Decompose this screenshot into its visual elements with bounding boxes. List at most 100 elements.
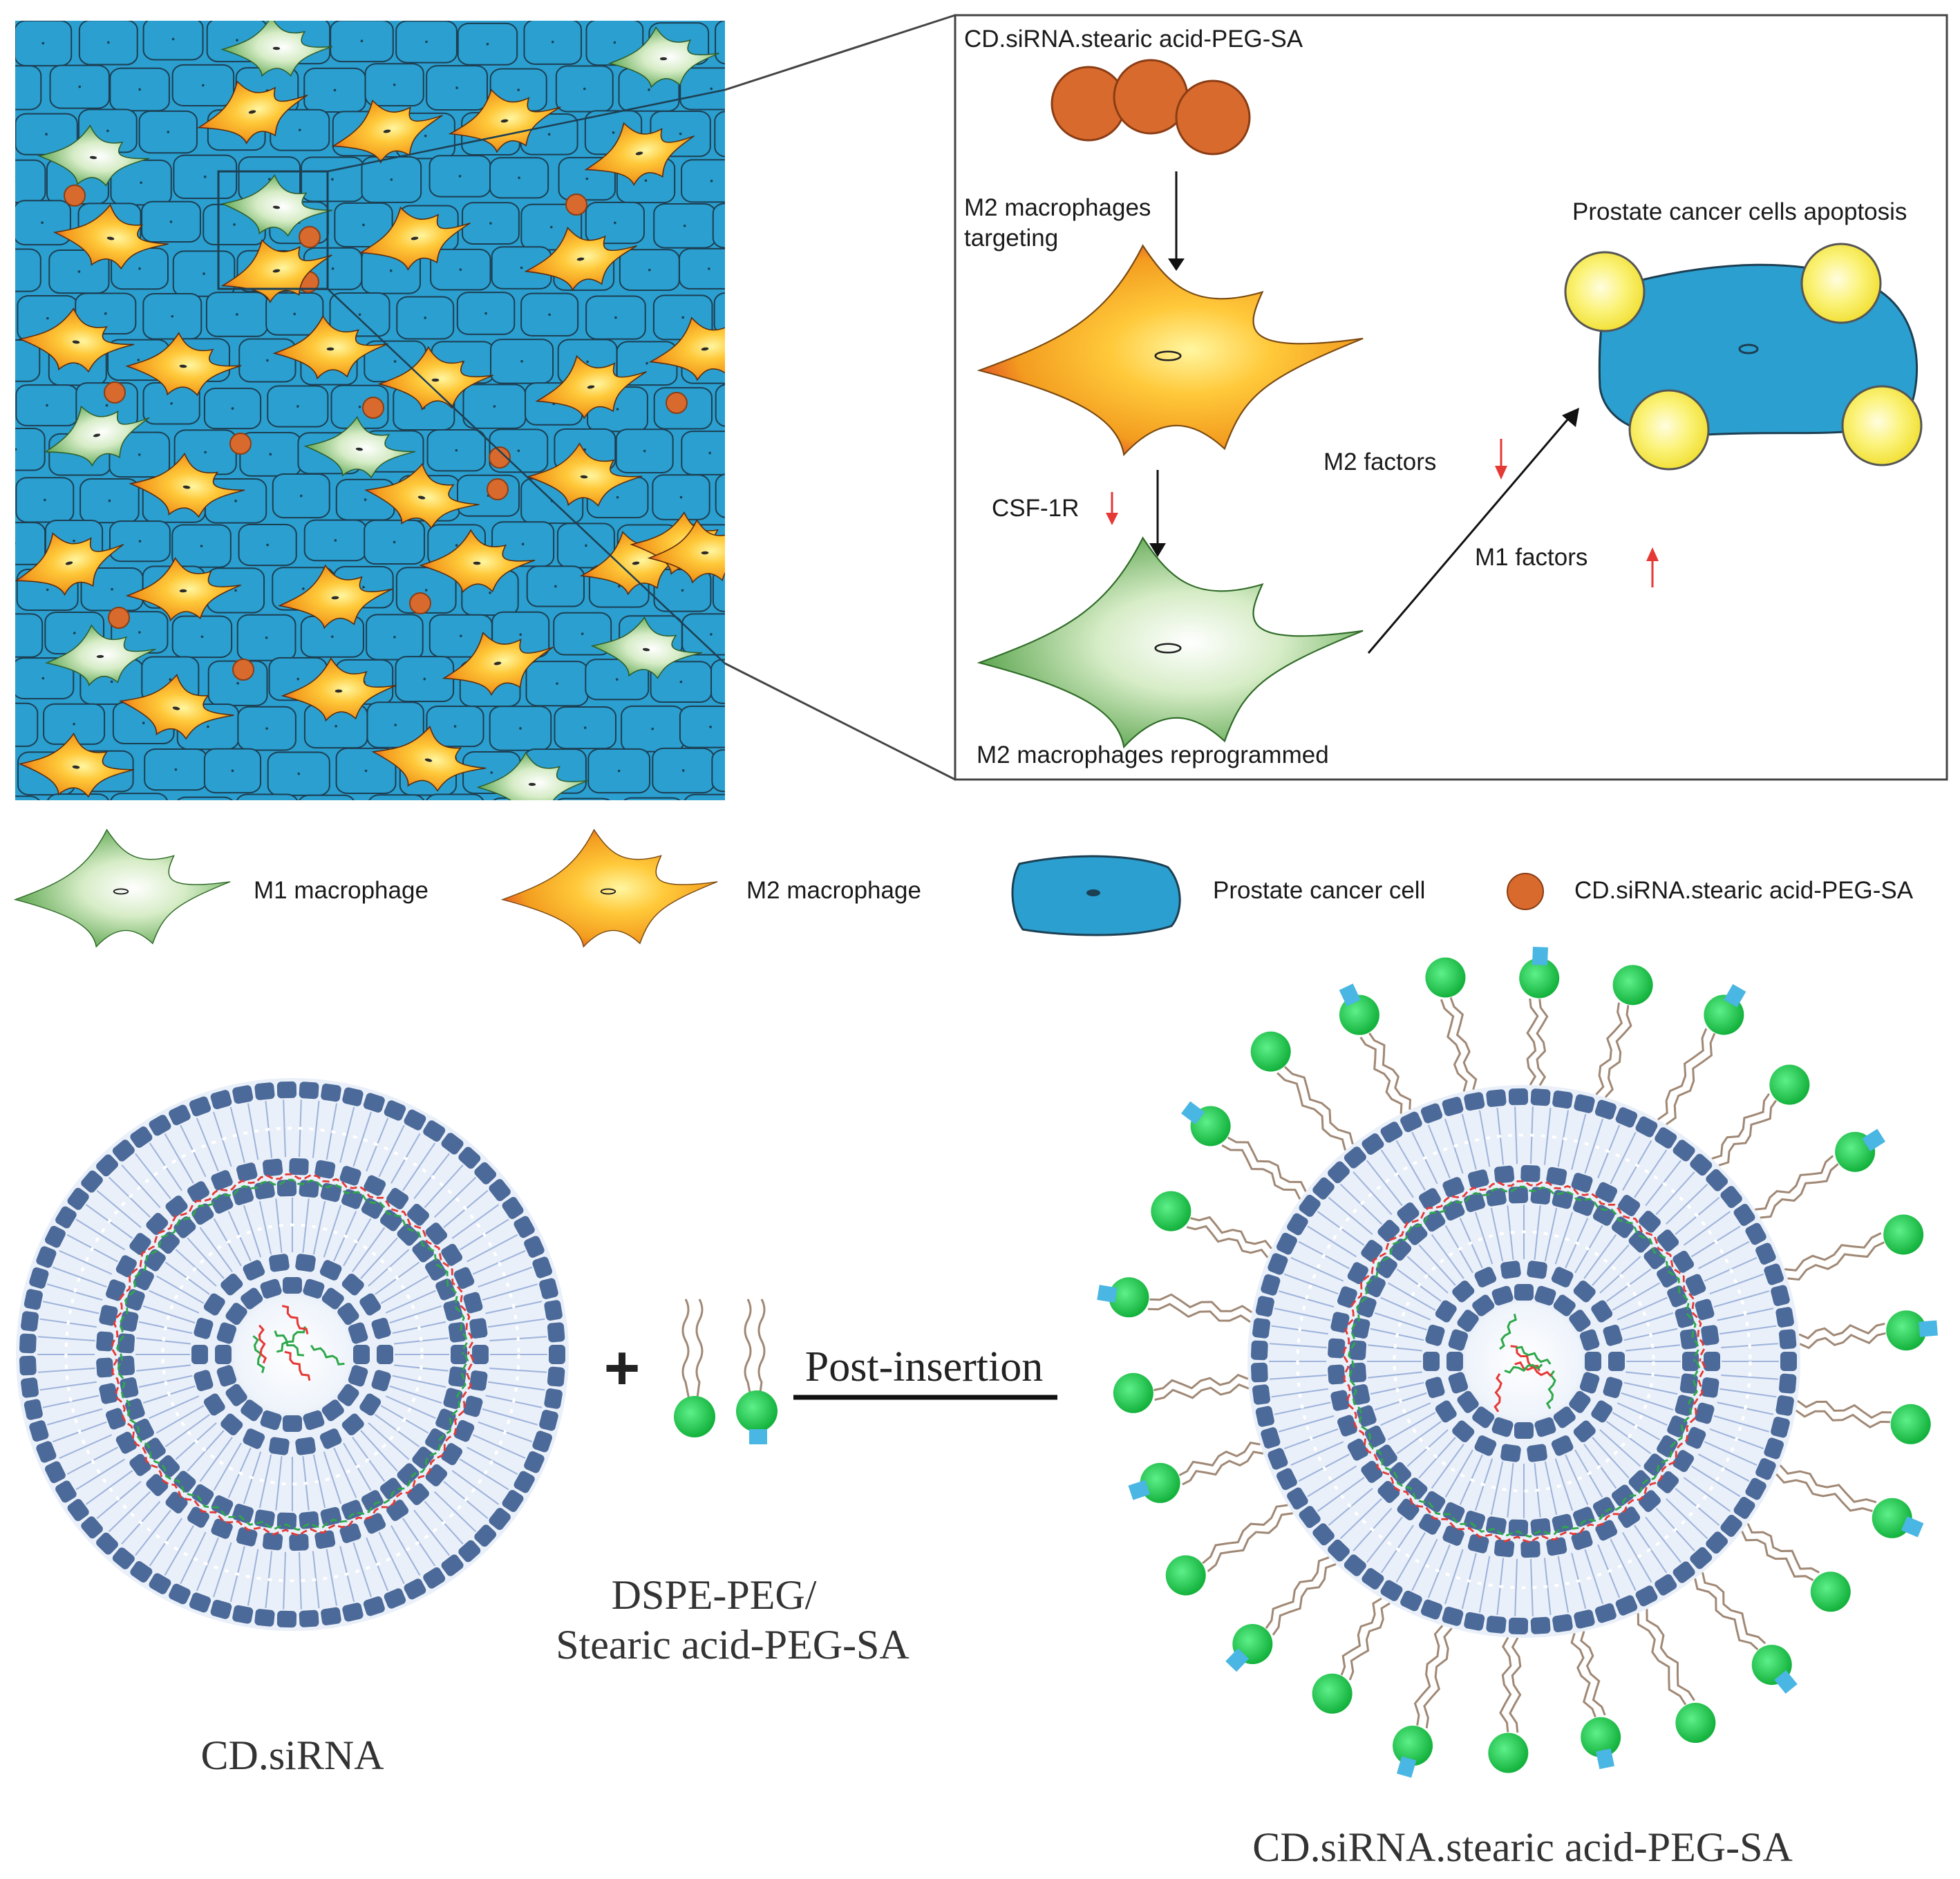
lipid-tail: [424, 1164, 464, 1209]
lipid-head: [549, 1345, 565, 1364]
peg-sa-bead: [736, 1390, 778, 1432]
lipid-tail: [1368, 1371, 1422, 1379]
tissue-cell-nucleus: [774, 266, 777, 269]
lipid-tail: [1565, 1454, 1589, 1505]
lipid-tail: [42, 1301, 100, 1314]
lipid-head: [1571, 1530, 1593, 1550]
lipid-head: [169, 1104, 191, 1126]
tissue-cell-nucleus: [331, 178, 334, 181]
peg-chain: [1413, 1625, 1444, 1726]
lipid-head: [1261, 1274, 1281, 1296]
lipid-head: [23, 1289, 43, 1310]
lipid-head: [283, 1415, 302, 1432]
lipid-tail: [1274, 1401, 1331, 1415]
lipid-head: [339, 1523, 361, 1543]
lipid-head: [1706, 1169, 1728, 1191]
lipid-tail: [1592, 1437, 1630, 1479]
peg-chain: [1694, 1578, 1759, 1651]
lipid-head: [303, 1410, 325, 1431]
lipid-tail: [1599, 1429, 1641, 1467]
tissue-cell-nucleus: [651, 727, 654, 730]
lipid-tail: [402, 1142, 436, 1191]
lipid-tail: [312, 1200, 326, 1255]
lipid-head: [407, 1204, 429, 1226]
tissue-cell-nucleus: [46, 317, 49, 320]
tissue-cell-nucleus: [266, 814, 269, 817]
peg-chain: [1190, 1216, 1272, 1249]
lipid-head: [1330, 1312, 1350, 1333]
lipid-head: [1448, 1329, 1469, 1351]
lipid-tail: [1719, 1388, 1777, 1398]
tissue-cell-nucleus: [78, 85, 82, 88]
lipid-head: [23, 1399, 43, 1420]
lipid-head: [1635, 1585, 1658, 1607]
lipid-head: [1328, 1338, 1346, 1359]
peg-chain: [1799, 1332, 1886, 1350]
cd-sirna-nanoparticle: [16, 1078, 569, 1631]
tissue-cell-nucleus: [266, 543, 269, 547]
lipid-head: [1397, 1202, 1420, 1225]
tissue-cell-nucleus: [358, 313, 361, 316]
core-sirna: [258, 1324, 267, 1364]
tissue-cell-nucleus: [167, 131, 170, 133]
csf1r-label: CSF-1R: [992, 495, 1079, 522]
tissue-cell-nucleus: [772, 85, 775, 88]
lipid-head: [1251, 1340, 1268, 1361]
lipid-head: [19, 1333, 37, 1354]
lipid-head: [453, 1267, 475, 1290]
legend-m1-icon: [14, 829, 232, 948]
tissue-cell: [15, 795, 40, 800]
lipid-tail: [434, 1491, 477, 1533]
m2-macrophage-icon: [15, 517, 134, 606]
tissue-cell: [679, 705, 725, 748]
lipid-head: [1377, 1220, 1400, 1242]
tissue-cell-nucleus: [111, 587, 113, 591]
lipid-head: [1400, 1111, 1422, 1133]
peg-lipid-reagents: [674, 1299, 778, 1444]
tissue-cell-nucleus: [41, 41, 45, 45]
lipid-head: [377, 1345, 393, 1364]
lipid-head: [435, 1408, 456, 1431]
lipid-tail: [459, 1458, 509, 1491]
lipid-tail: [121, 1164, 161, 1209]
lipid-head: [353, 1345, 370, 1364]
tissue-cell: [747, 247, 804, 288]
tissue-cell: [775, 475, 834, 520]
tissue-cell-nucleus: [45, 133, 48, 136]
tissue-cell-nucleus: [73, 632, 76, 634]
tissue-cell-nucleus: [142, 721, 145, 725]
m1-macrophage-icon: [220, 21, 335, 81]
peg-bead: [1425, 957, 1466, 998]
m2-macrophage-icon: [114, 664, 241, 750]
lipid-head: [1380, 1580, 1403, 1601]
tissue-cell-nucleus: [616, 495, 619, 499]
lipid-head: [321, 1399, 344, 1422]
lipid-head: [1452, 1280, 1475, 1303]
tissue-cell-nucleus: [267, 178, 271, 181]
lipid-head: [359, 1293, 381, 1316]
peg-chain: [1153, 1373, 1249, 1392]
tissue-cell-nucleus: [551, 40, 554, 44]
tissue-cell: [782, 204, 840, 246]
lipid-head: [1448, 1372, 1469, 1394]
m2-macrophage-icon: [643, 307, 725, 388]
tissue-cell-nucleus: [393, 636, 396, 639]
lipid-head: [1486, 1188, 1507, 1207]
mechanism-panel: CD.siRNA.stearic acid-PEG-SA M2 macropha…: [954, 14, 1948, 781]
lipid-head: [1573, 1420, 1596, 1443]
m2-macrophage-icon: [189, 67, 317, 153]
peg-bead: [1675, 1703, 1716, 1744]
tissue-cell-nucleus: [455, 544, 458, 547]
lipid-tail: [1444, 1118, 1464, 1174]
down-arrow-icon: [1495, 439, 1507, 480]
tissue-cell-nucleus: [455, 448, 458, 452]
m2-macrophage-icon: [281, 657, 397, 721]
lipid-tail: [1704, 1256, 1758, 1282]
m1-macrophage-icon: [608, 26, 720, 88]
lipid-head: [1423, 1352, 1440, 1371]
peg-bead: [1393, 1726, 1433, 1766]
lipid-head: [341, 1189, 364, 1209]
lipid-tail: [142, 1305, 196, 1324]
tissue-cell-nucleus: [520, 360, 523, 363]
peg-chain: [1154, 1383, 1250, 1401]
